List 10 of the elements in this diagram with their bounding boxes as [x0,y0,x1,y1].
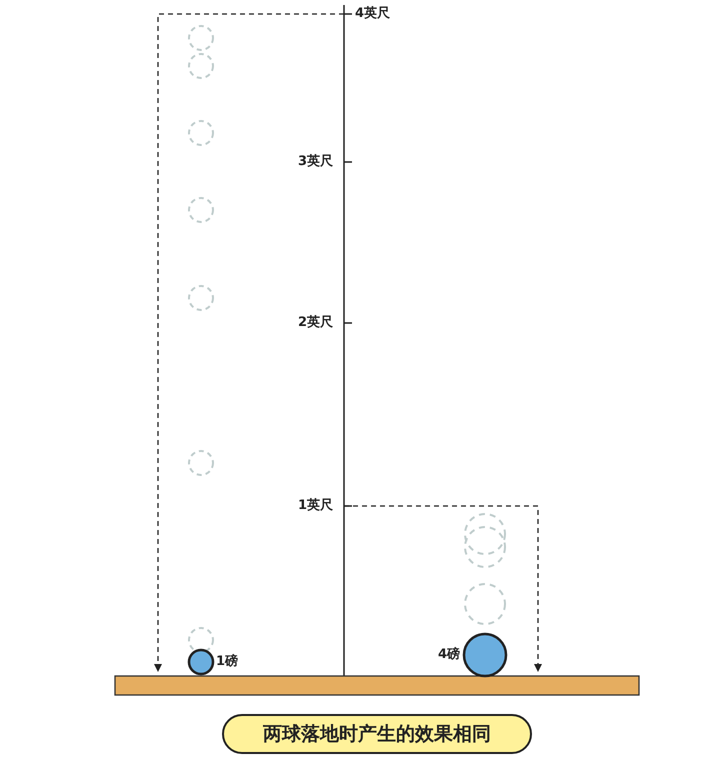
height-label: 4英尺 [355,7,390,20]
ball [462,632,508,678]
height-label: 3英尺 [298,155,333,168]
height-label: 2英尺 [298,316,333,329]
height-label: 1英尺 [298,499,333,512]
caption-pill [222,714,532,754]
ball [188,648,214,676]
weight-label: 1磅 [216,655,238,668]
caption-text: 两球落地时产生的效果相同 [263,722,491,747]
weight-label: 4磅 [438,648,460,661]
